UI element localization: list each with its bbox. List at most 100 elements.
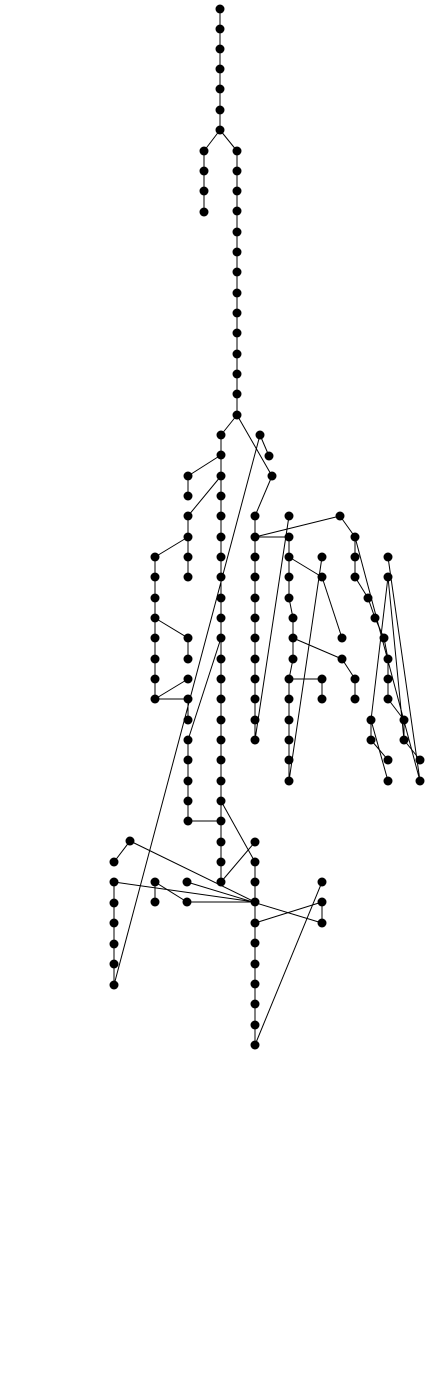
tree-node <box>250 593 260 603</box>
tree-edge <box>154 678 189 700</box>
tree-node <box>232 389 242 399</box>
tree-node <box>284 593 294 603</box>
tree-node <box>216 450 226 460</box>
tree-node <box>284 715 294 725</box>
tree-node <box>350 532 360 542</box>
tree-node <box>109 898 119 908</box>
tree-node <box>250 694 260 704</box>
tree-edge <box>187 475 222 517</box>
tree-node <box>199 166 209 176</box>
tree-node <box>183 694 193 704</box>
tree-node <box>216 776 226 786</box>
tree-node <box>232 186 242 196</box>
tree-node <box>150 633 160 643</box>
tree-edge <box>236 414 273 477</box>
tree-node <box>183 491 193 501</box>
tree-node <box>250 552 260 562</box>
tree-node <box>216 694 226 704</box>
tree-node <box>250 613 260 623</box>
tree-edge <box>154 536 189 558</box>
tree-node <box>379 633 389 643</box>
tree-node <box>284 532 294 542</box>
tree-node <box>250 918 260 928</box>
tree-node <box>284 776 294 786</box>
tree-node <box>363 593 373 603</box>
tree-node <box>317 572 327 582</box>
tree-node <box>216 552 226 562</box>
tree-node <box>109 939 119 949</box>
tree-edge <box>370 719 389 782</box>
tree-node <box>350 552 360 562</box>
tree-node <box>350 572 360 582</box>
tree-node <box>250 572 260 582</box>
tree-edge <box>292 637 343 660</box>
tree-node <box>337 654 347 664</box>
tree-node <box>288 613 298 623</box>
tree-node <box>250 532 260 542</box>
tree-node <box>383 654 393 664</box>
tree-node <box>215 105 225 115</box>
tree-node <box>383 572 393 582</box>
tree-node <box>317 674 327 684</box>
tree-node <box>250 959 260 969</box>
tree-node <box>232 328 242 338</box>
tree-nodes <box>109 4 425 1050</box>
tree-node <box>366 715 376 725</box>
tree-edge <box>370 576 389 721</box>
tree-node <box>216 877 226 887</box>
tree-node <box>399 715 409 725</box>
tree-node <box>288 633 298 643</box>
tree-node <box>399 735 409 745</box>
tree-node <box>150 897 160 907</box>
tree-node <box>250 938 260 948</box>
tree-node <box>232 267 242 277</box>
tree-node <box>267 471 277 481</box>
tree-edges <box>113 9 421 1046</box>
tree-node <box>215 24 225 34</box>
tree-node <box>216 816 226 826</box>
tree-node <box>183 654 193 664</box>
tree-node <box>109 959 119 969</box>
tree-edge <box>220 841 256 883</box>
tree-node <box>216 857 226 867</box>
tree-node <box>383 755 393 765</box>
tree-node <box>350 694 360 704</box>
tree-node <box>284 735 294 745</box>
tree-node <box>150 674 160 684</box>
tree-node <box>109 980 119 990</box>
tree-node <box>183 471 193 481</box>
tree-node <box>284 755 294 765</box>
tree-node <box>183 511 193 521</box>
tree-node <box>284 572 294 582</box>
tree-node <box>216 471 226 481</box>
tree-node <box>383 674 393 684</box>
tree-node <box>250 1040 260 1050</box>
tree-node <box>250 979 260 989</box>
tree-node <box>232 288 242 298</box>
tree-node <box>216 735 226 745</box>
tree-node <box>216 654 226 664</box>
tree-node <box>216 430 226 440</box>
tree-node <box>232 206 242 216</box>
tree-node <box>183 796 193 806</box>
tree-node <box>317 877 327 887</box>
tree-node <box>337 633 347 643</box>
tree-node <box>216 593 226 603</box>
tree-edge <box>288 556 323 782</box>
tree-node <box>284 552 294 562</box>
tree-node <box>216 715 226 725</box>
tree-node <box>183 532 193 542</box>
tree-node <box>183 552 193 562</box>
tree-edge <box>387 576 405 741</box>
tree-node <box>183 755 193 765</box>
tree-node <box>216 674 226 684</box>
tree-node <box>288 654 298 664</box>
tree-node <box>284 694 294 704</box>
tree-node <box>264 451 274 461</box>
tree-node <box>183 572 193 582</box>
tree-node <box>370 613 380 623</box>
tree-node <box>232 227 242 237</box>
tree-node <box>383 552 393 562</box>
tree-node <box>150 552 160 562</box>
tree-node <box>215 84 225 94</box>
